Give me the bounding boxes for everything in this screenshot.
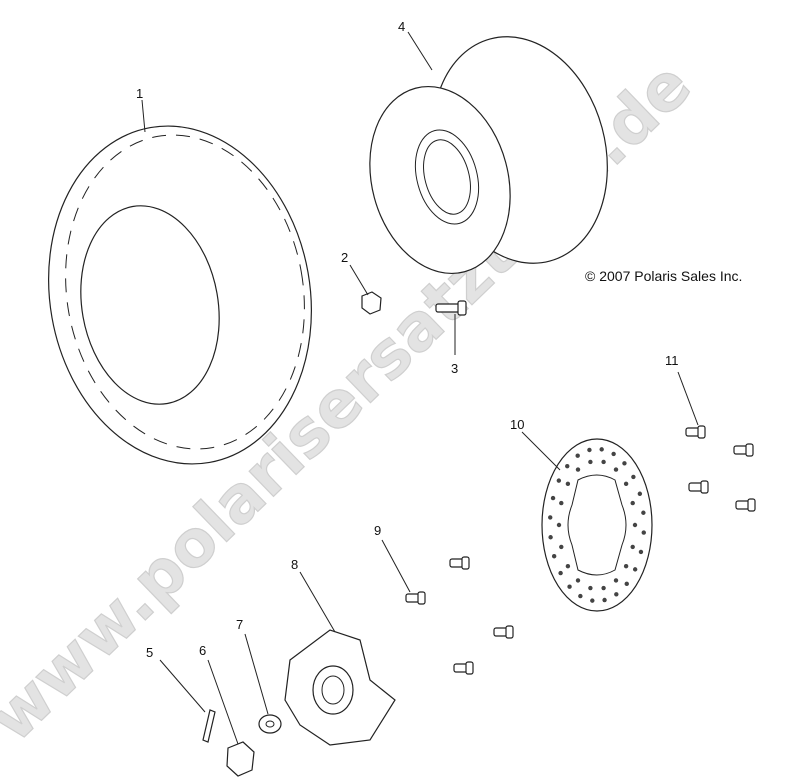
callout-3: 3	[451, 361, 458, 376]
disc-hole	[575, 467, 581, 472]
disc-hole	[638, 549, 644, 555]
disc-hole	[624, 581, 629, 587]
disc-hole	[613, 578, 619, 583]
brake-disc-part	[541, 438, 653, 612]
disc-hole	[602, 597, 607, 603]
disc-hole	[548, 515, 553, 520]
disc-hole	[567, 584, 572, 589]
disc-hole	[622, 461, 627, 466]
cotter-pin-part	[202, 709, 216, 743]
bolt-part	[405, 591, 426, 605]
callout-5: 5	[146, 645, 153, 660]
disc-hole	[565, 481, 571, 487]
disc-hole	[551, 554, 557, 559]
castle-nut-part	[226, 741, 255, 777]
bolt-part	[453, 661, 474, 675]
leader-lines	[141, 31, 699, 745]
bolt-part	[735, 498, 756, 512]
disc-hole	[599, 447, 604, 452]
callout-9: 9	[374, 523, 381, 538]
callout-10: 10	[510, 417, 524, 432]
disc-hole	[575, 578, 581, 583]
callout-2: 2	[341, 250, 348, 265]
callout-4: 4	[398, 19, 405, 34]
lug-nut-part	[361, 291, 382, 315]
washer-part	[258, 714, 282, 734]
hub-part	[284, 629, 396, 746]
disc-hole	[632, 567, 638, 572]
callout-8: 8	[291, 557, 298, 572]
disc-hole	[641, 510, 646, 515]
disc-hole	[588, 585, 593, 591]
disc-hole	[614, 592, 619, 597]
bolt-part	[733, 443, 754, 457]
disc-hole	[548, 535, 553, 540]
disc-hole	[641, 530, 646, 535]
disc-hole	[558, 570, 563, 576]
callout-6: 6	[199, 643, 206, 658]
disc-hole	[559, 544, 564, 550]
disc-hole	[565, 463, 570, 469]
disc-hole	[601, 459, 606, 465]
tire-part	[48, 125, 312, 465]
disc-hole	[631, 474, 636, 480]
disc-hole	[575, 453, 580, 458]
disc-hole	[623, 481, 629, 487]
copyright-notice: © 2007 Polaris Sales Inc.	[585, 268, 743, 284]
disc-hole	[611, 451, 616, 457]
disc-hole	[565, 563, 571, 569]
wheel-stud-part	[435, 300, 467, 316]
disc-hole	[556, 522, 562, 528]
disc-hole	[590, 598, 595, 603]
disc-hole	[588, 459, 593, 465]
bolt-part	[449, 556, 470, 570]
disc-hole	[632, 522, 638, 528]
callout-1: 1	[136, 86, 143, 101]
disc-hole	[613, 467, 619, 472]
disc-hole	[623, 563, 629, 569]
disc-hole	[587, 447, 592, 453]
rim-part	[369, 36, 608, 275]
bolt-part	[688, 480, 709, 494]
disc-hole	[637, 491, 643, 496]
disc-hole	[578, 593, 583, 599]
disc-hole	[550, 495, 556, 501]
callout-7: 7	[236, 617, 243, 632]
disc-hole	[601, 585, 606, 591]
bolt-part	[685, 425, 706, 439]
disc-hole	[556, 478, 562, 483]
bolt-part	[493, 625, 514, 639]
callout-11: 11	[665, 353, 679, 368]
disc-hole	[630, 500, 635, 506]
disc-hole	[630, 544, 635, 550]
disc-hole	[559, 500, 564, 506]
